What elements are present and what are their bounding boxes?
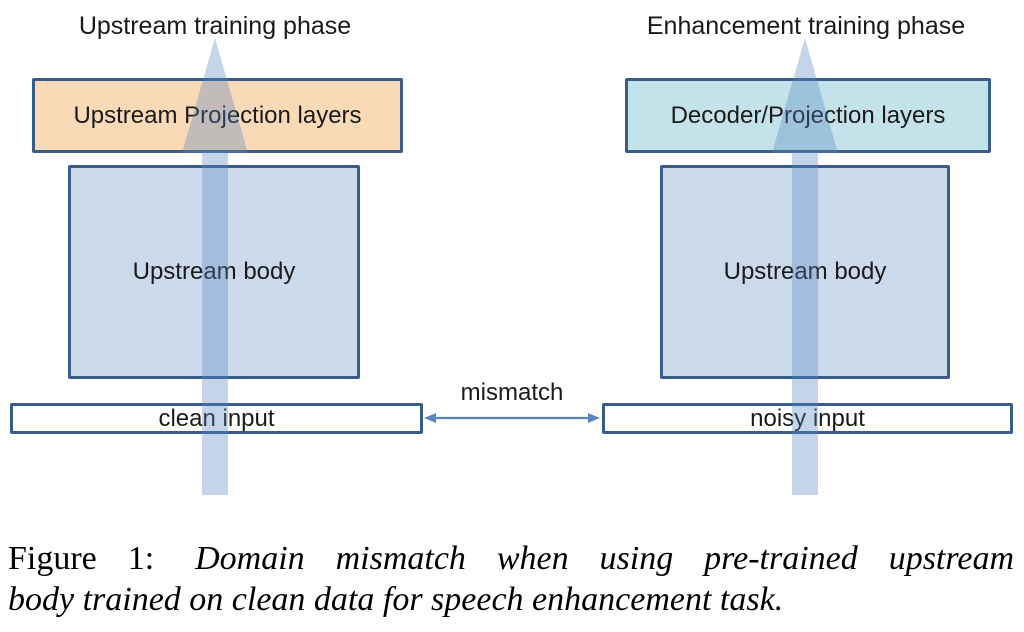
decoder-projection-layers-label: Decoder/Projection layers (670, 101, 946, 129)
figure-caption-line1: Figure 1: Domain mismatch when using pre… (8, 538, 1014, 579)
upstream-projection-layers-box: Upstream Projection layers (32, 78, 403, 153)
figure-caption-number: Figure 1: (8, 540, 155, 577)
noisy-input-label: noisy input (750, 404, 865, 432)
left-panel-title: Upstream training phase (78, 12, 352, 40)
clean-input-box: clean input (10, 403, 423, 434)
figure-caption: Figure 1: Domain mismatch when using pre… (8, 538, 1014, 620)
decoder-projection-layers-box: Decoder/Projection layers (625, 78, 991, 153)
noisy-input-box: noisy input (602, 403, 1013, 434)
upstream-body-box-left: Upstream body (68, 165, 360, 379)
figure-caption-text-line2: body trained on clean data for speech en… (8, 581, 784, 618)
clean-input-label: clean input (158, 404, 275, 432)
right-panel-title: Enhancement training phase (646, 12, 966, 40)
upstream-body-box-right: Upstream body (660, 165, 950, 379)
mismatch-label: mismatch (460, 379, 564, 406)
figure-caption-text-line1: Domain mismatch when using pre-trained u… (195, 540, 1014, 577)
upstream-projection-layers-label: Upstream Projection layers (73, 101, 362, 129)
upstream-body-label-left: Upstream body (132, 258, 296, 285)
mismatch-double-arrow-icon (424, 413, 600, 423)
upstream-body-label-right: Upstream body (723, 258, 887, 285)
